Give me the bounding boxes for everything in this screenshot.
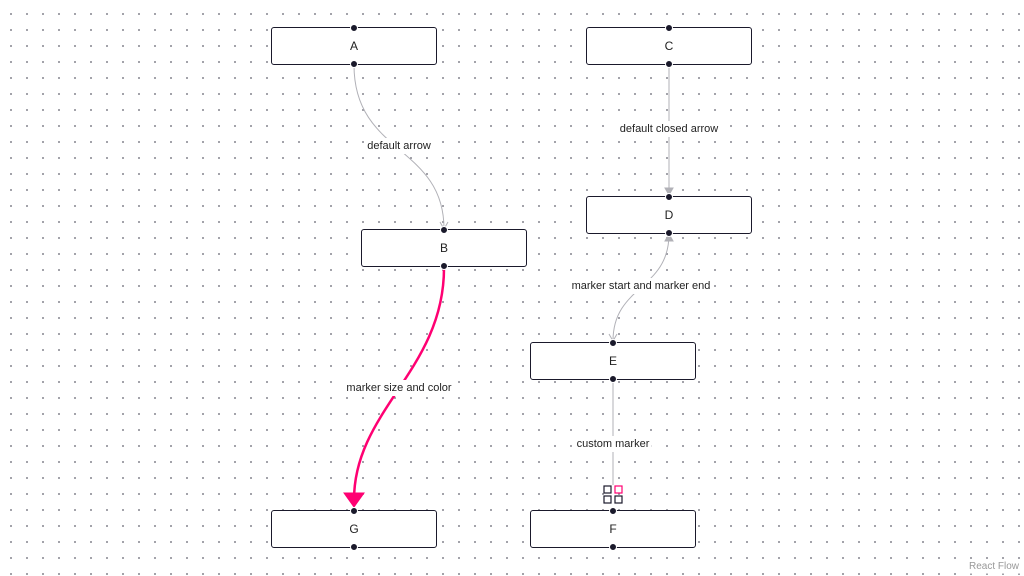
handle-target[interactable] <box>609 339 617 347</box>
handle-source[interactable] <box>350 543 358 551</box>
edge-label-b-g: marker size and color <box>344 380 454 396</box>
edge-label-a-b: default arrow <box>365 138 433 154</box>
node-a[interactable]: A <box>271 24 437 68</box>
handle-target[interactable] <box>665 24 673 32</box>
node-c[interactable]: C <box>586 24 752 68</box>
node-d[interactable]: D <box>586 193 752 237</box>
handle-source[interactable] <box>440 262 448 270</box>
arrow-large-pink-icon <box>343 492 365 508</box>
node-label: E <box>608 354 617 368</box>
node-label: C <box>664 39 674 53</box>
handle-target[interactable] <box>350 507 358 515</box>
node-label: G <box>349 522 359 536</box>
handle-target[interactable] <box>609 507 617 515</box>
edge-label-e-f: custom marker <box>574 436 652 452</box>
node-b[interactable]: B <box>361 226 527 270</box>
node-e[interactable]: E <box>530 339 696 383</box>
handle-target[interactable] <box>440 226 448 234</box>
edge-label-d-e: marker start and marker end <box>569 278 713 294</box>
arrow-start-icon <box>664 232 674 242</box>
handle-source[interactable] <box>665 229 673 237</box>
node-label: A <box>349 39 358 53</box>
custom-marker-icon <box>603 485 623 504</box>
node-g[interactable]: G <box>271 507 437 551</box>
handle-target[interactable] <box>665 193 673 201</box>
handle-source[interactable] <box>665 60 673 68</box>
arrow-closed-icon <box>664 187 674 197</box>
handle-source[interactable] <box>350 60 358 68</box>
handle-target[interactable] <box>350 24 358 32</box>
node-f[interactable]: F <box>530 507 696 551</box>
attribution-link[interactable]: React Flow <box>965 559 1022 574</box>
node-label: D <box>664 208 674 222</box>
node-label: B <box>439 241 448 255</box>
node-label: F <box>609 522 617 536</box>
edge-label-c-d: default closed arrow <box>617 121 721 137</box>
handle-source[interactable] <box>609 375 617 383</box>
handle-source[interactable] <box>609 543 617 551</box>
